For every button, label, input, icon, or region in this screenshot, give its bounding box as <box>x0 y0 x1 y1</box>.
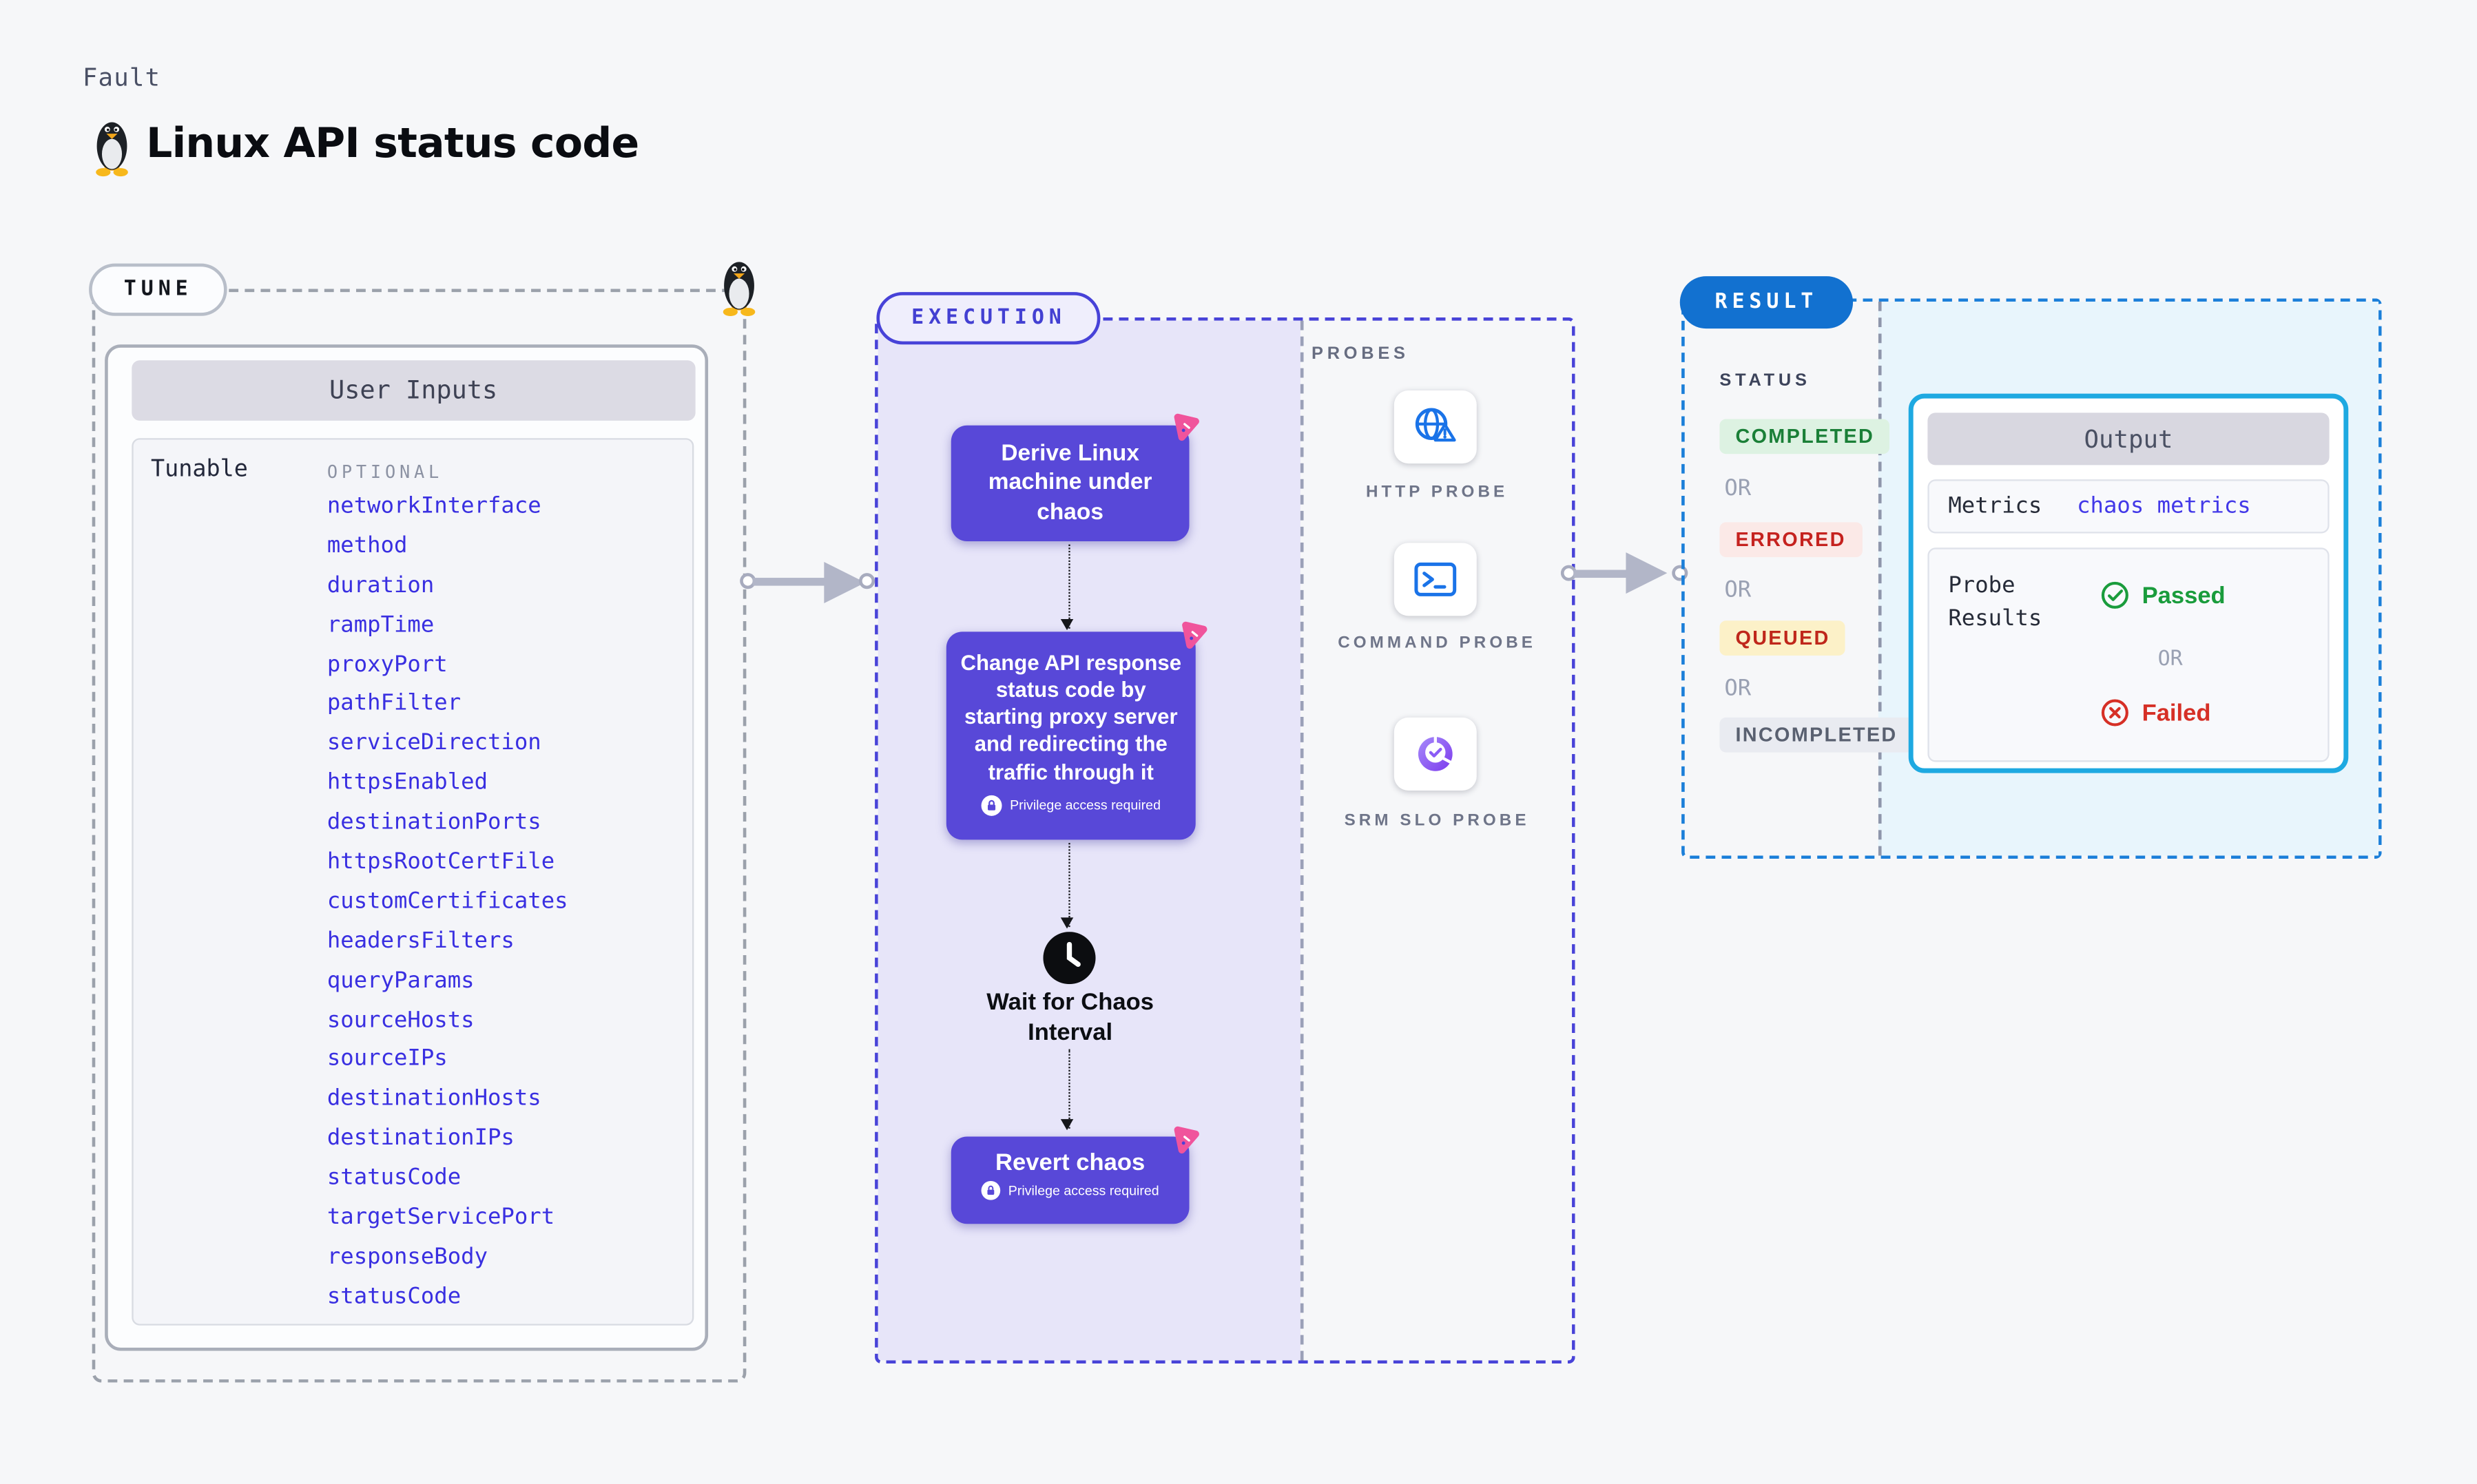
connector-end-ring <box>859 573 875 589</box>
flow-connector <box>1061 843 1075 929</box>
connector-arrowhead <box>824 561 866 603</box>
param-link[interactable]: statusCode <box>327 1284 462 1310</box>
http-probe-card <box>1393 390 1477 464</box>
param-link[interactable]: sourceIPs <box>327 1047 448 1073</box>
failed-item: Failed <box>2101 698 2211 727</box>
step-derive-machine: Derive Linux machine under chaos <box>951 425 1190 542</box>
metrics-row: Metrics chaos metrics <box>1927 479 2330 534</box>
privilege-label: Privilege access required <box>1008 1182 1159 1199</box>
status-badge-queued: QUEUED <box>1719 620 1846 656</box>
param-link[interactable]: statusCode <box>327 1165 462 1191</box>
passed-item: Passed <box>2101 581 2226 609</box>
step-change-label: Change API response status code by start… <box>960 651 1182 784</box>
param-link[interactable]: httpsRootCertFile <box>327 849 555 875</box>
flow-connector <box>1061 1049 1075 1131</box>
probe-results-label: Probe Results <box>1948 573 2042 632</box>
tux-penguin-icon <box>96 122 128 177</box>
connector-arrowhead <box>1626 552 1668 594</box>
clock-icon <box>1043 932 1096 985</box>
param-link[interactable]: destinationIPs <box>327 1125 515 1151</box>
fault-kind-label: Fault <box>82 63 161 92</box>
lock-icon <box>981 1180 1001 1200</box>
param-link[interactable]: pathFilter <box>327 691 462 717</box>
http-probe-label: HTTP PROBE <box>1365 482 1509 502</box>
privilege-row: Privilege access required <box>959 795 1183 816</box>
param-link[interactable]: responseBody <box>327 1244 488 1270</box>
wait-for-chaos-label: Wait for Chaos Interval <box>986 989 1154 1046</box>
lock-icon <box>981 795 1002 816</box>
check-circle-icon <box>2101 581 2128 609</box>
connector-shaft <box>1573 569 1631 577</box>
param-link[interactable]: proxyPort <box>327 651 448 678</box>
param-link[interactable]: method <box>327 533 408 559</box>
param-link[interactable]: duration <box>327 572 435 598</box>
status-badge-errored: ERRORED <box>1719 522 1862 558</box>
probe-results-row: Probe Results Passed OR Failed <box>1927 547 2330 762</box>
tux-penguin-icon <box>723 262 756 316</box>
litmus-chaos-icon <box>1182 621 1208 649</box>
step-change-status-code: Change API response status code by start… <box>946 631 1196 840</box>
output-header: Output <box>1927 412 2330 466</box>
step-revert-chaos: Revert chaos Privilege access required <box>951 1136 1190 1224</box>
srm-slo-probe-card <box>1393 717 1477 791</box>
tune-pill: TUNE <box>89 262 228 315</box>
user-inputs-header: User Inputs <box>132 360 695 420</box>
status-badge-completed: COMPLETED <box>1719 419 1891 454</box>
param-link[interactable]: httpsEnabled <box>327 770 488 796</box>
result-divider <box>1878 301 1882 856</box>
privilege-row: Privilege access required <box>951 1180 1190 1200</box>
tunables-list-box <box>132 437 694 1326</box>
param-link[interactable]: rampTime <box>327 612 435 638</box>
param-link[interactable]: targetServicePort <box>327 1204 555 1231</box>
step-derive-label: Derive Linux machine under chaos <box>988 441 1152 525</box>
command-probe-label: COMMAND PROBE <box>1338 633 1537 653</box>
passed-label: Passed <box>2142 581 2226 609</box>
step-revert-label: Revert chaos <box>995 1149 1146 1177</box>
x-circle-icon <box>2101 699 2128 727</box>
or-label: OR <box>2157 647 2183 672</box>
execution-pill: EXECUTION <box>876 291 1101 344</box>
param-link[interactable]: customCertificates <box>327 888 568 915</box>
flow-connector <box>1061 544 1075 631</box>
param-link[interactable]: sourceHosts <box>327 1007 475 1033</box>
status-badge-incompleted: INCOMPLETED <box>1719 717 1914 753</box>
srm-slo-probe-label: SRM SLO PROBE <box>1344 811 1530 830</box>
globe-warning-icon <box>1415 408 1456 442</box>
result-pill: RESULT <box>1679 276 1853 329</box>
litmus-chaos-icon <box>1174 413 1199 441</box>
tunable-param-list: networkInterface method duration rampTime pr… <box>327 495 568 1309</box>
chaos-metrics-link[interactable]: chaos metrics <box>2077 493 2251 519</box>
litmus-chaos-icon <box>1174 1126 1199 1154</box>
param-link[interactable]: destinationHosts <box>327 1086 541 1112</box>
probes-section-label: PROBES <box>1312 344 1409 364</box>
metrics-label: Metrics <box>1948 493 2042 519</box>
or-label: OR <box>1724 476 1752 502</box>
tune-section-box <box>92 289 747 1383</box>
slo-donut-check-icon <box>1418 735 1453 771</box>
param-link[interactable]: networkInterface <box>327 493 541 519</box>
status-label: STATUS <box>1719 371 1811 391</box>
probes-divider <box>1300 320 1305 1361</box>
param-link[interactable]: queryParams <box>327 968 475 994</box>
terminal-icon <box>1414 562 1457 596</box>
param-link[interactable]: destinationPorts <box>327 809 541 835</box>
page-title: Linux API status code <box>146 121 639 169</box>
privilege-label: Privilege access required <box>1010 796 1161 813</box>
tunable-label: Tunable <box>150 457 248 483</box>
output-card: Output Metrics chaos metrics Probe Resul… <box>1908 393 2349 773</box>
failed-label: Failed <box>2142 699 2211 727</box>
param-link[interactable]: headersFilters <box>327 928 515 954</box>
or-label: OR <box>1724 676 1752 702</box>
optional-label: OPTIONAL <box>327 461 444 483</box>
param-link[interactable]: serviceDirection <box>327 731 541 757</box>
or-label: OR <box>1724 578 1752 603</box>
command-probe-card <box>1393 543 1477 616</box>
connector-shaft <box>752 578 827 586</box>
